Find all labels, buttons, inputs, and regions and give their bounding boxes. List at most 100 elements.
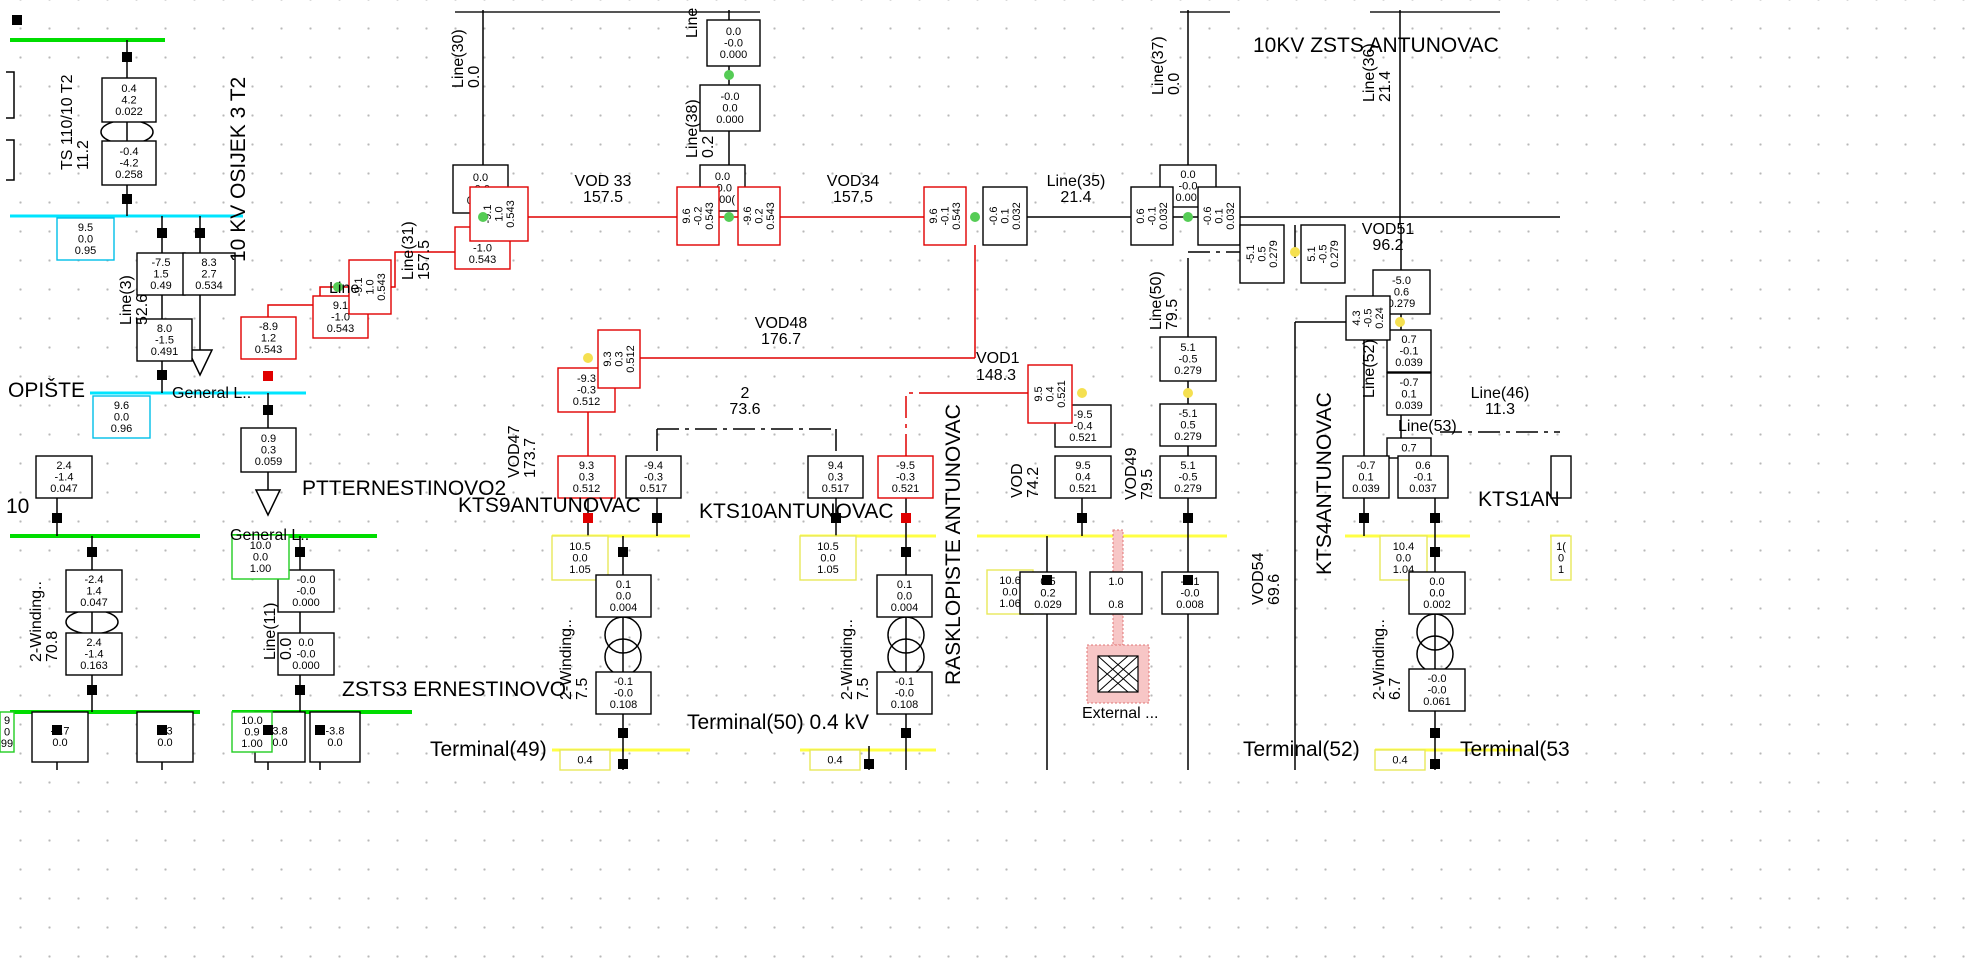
breaker-closed[interactable] bbox=[52, 513, 62, 523]
result-box[interactable]: 0.0-0.00.000 bbox=[277, 632, 335, 676]
result-box[interactable]: 9.1-1.00.543 bbox=[312, 295, 369, 339]
breaker-closed[interactable] bbox=[157, 370, 167, 380]
breaker-closed[interactable] bbox=[263, 725, 273, 735]
breaker-closed[interactable] bbox=[122, 194, 132, 204]
load-general-1[interactable] bbox=[186, 349, 214, 377]
result-box[interactable]: 1.30.0 bbox=[136, 711, 194, 763]
breaker-closed[interactable] bbox=[618, 759, 628, 769]
result-box[interactable]: 0.6-0.10.037 bbox=[1397, 455, 1449, 499]
node-marker[interactable] bbox=[1077, 388, 1087, 398]
breaker-closed[interactable] bbox=[12, 15, 22, 25]
node-marker[interactable] bbox=[724, 212, 734, 222]
breaker-closed[interactable] bbox=[618, 728, 628, 738]
breaker-closed[interactable] bbox=[1430, 547, 1440, 557]
result-box[interactable]: 0.4 bbox=[809, 749, 861, 771]
result-box[interactable]: -8.91.20.543 bbox=[240, 316, 297, 360]
node-marker[interactable] bbox=[1395, 317, 1405, 327]
node-marker[interactable] bbox=[478, 212, 488, 222]
node-marker[interactable] bbox=[583, 353, 593, 363]
node-marker[interactable] bbox=[1290, 247, 1300, 257]
result-box[interactable]: -3.80.0 bbox=[309, 711, 361, 763]
external-grid[interactable] bbox=[1086, 529, 1150, 704]
result-box[interactable]: -0.0-0.00.061 bbox=[1408, 668, 1466, 712]
result-box[interactable]: 2.4-1.40.047 bbox=[35, 455, 93, 499]
result-box[interactable]: -3.70.0 bbox=[31, 711, 89, 763]
breaker-closed[interactable] bbox=[1430, 513, 1440, 523]
result-box[interactable]: 0.7-0.10.039 bbox=[1386, 329, 1432, 373]
breaker-open[interactable] bbox=[263, 371, 273, 381]
result-box[interactable]: 10.40.01.04 bbox=[1379, 535, 1428, 581]
result-box[interactable]: -0.1-0.00.108 bbox=[595, 671, 652, 715]
result-box[interactable]: 8.0-1.50.491 bbox=[136, 318, 193, 362]
result-box[interactable]: -9.5-0.30.521 bbox=[877, 455, 934, 499]
breaker-closed[interactable] bbox=[831, 513, 841, 523]
breaker-closed[interactable] bbox=[1359, 513, 1369, 523]
result-box[interactable]: 0.4 bbox=[559, 749, 611, 771]
result-box[interactable]: 10.00.01.00 bbox=[231, 534, 290, 580]
result-box[interactable]: 8.32.70.534 bbox=[182, 252, 236, 296]
result-box[interactable]: 10.50.01.05 bbox=[799, 535, 857, 581]
breaker-closed[interactable] bbox=[618, 547, 628, 557]
breaker-closed[interactable] bbox=[87, 547, 97, 557]
breaker-closed[interactable] bbox=[52, 725, 62, 735]
result-box[interactable]: -0.00.00.000 bbox=[699, 84, 761, 132]
result-box[interactable]: 5.1-0.50.279 bbox=[1159, 455, 1217, 499]
breaker-closed[interactable] bbox=[1430, 759, 1440, 769]
result-box[interactable]: 0.10.00.004 bbox=[876, 574, 933, 618]
breaker-closed[interactable] bbox=[295, 685, 305, 695]
result-box[interactable]: 2.4-1.40.163 bbox=[65, 632, 123, 676]
breaker-closed[interactable] bbox=[1042, 575, 1052, 585]
node-marker[interactable] bbox=[1183, 388, 1193, 398]
node-marker[interactable] bbox=[1183, 212, 1193, 222]
result-box[interactable]: 1.00.8 bbox=[1089, 571, 1143, 615]
result-box[interactable]: 0.90.30.059 bbox=[240, 427, 297, 473]
breaker-closed[interactable] bbox=[122, 52, 132, 62]
node-marker[interactable] bbox=[333, 282, 343, 292]
breaker-closed[interactable] bbox=[157, 228, 167, 238]
result-box[interactable]: -0.4-4.20.258 bbox=[101, 140, 157, 186]
breaker-closed[interactable] bbox=[1183, 513, 1193, 523]
breaker-closed[interactable] bbox=[864, 759, 874, 769]
result-box[interactable]: 9.50.00.95 bbox=[56, 217, 115, 261]
result-box[interactable]: 0.0-0.00.000 bbox=[706, 19, 761, 67]
result-box[interactable]: 10.50.01.05 bbox=[551, 535, 609, 581]
result-box[interactable]: -7.51.50.49 bbox=[136, 252, 186, 296]
breaker-closed[interactable] bbox=[901, 547, 911, 557]
result-box[interactable]: -2.41.40.047 bbox=[65, 569, 123, 613]
result-box[interactable]: 0.44.20.022 bbox=[101, 77, 157, 123]
result-box[interactable]: -0.70.10.039 bbox=[1342, 455, 1390, 499]
result-box[interactable]: 9.30.30.512 bbox=[557, 455, 616, 499]
result-box[interactable]: 0.7 bbox=[1386, 437, 1432, 459]
result-box[interactable]: -5.00.60.279 bbox=[1372, 269, 1431, 315]
breaker-closed[interactable] bbox=[652, 513, 662, 523]
result-box[interactable]: -9.4-0.30.517 bbox=[625, 455, 682, 499]
result-box[interactable]: 0.00.00.002 bbox=[1408, 571, 1466, 615]
result-box[interactable]: 9.50.40.521 bbox=[1054, 455, 1112, 499]
result-box[interactable]: 9.40.30.517 bbox=[807, 455, 864, 499]
breaker-open[interactable] bbox=[583, 513, 593, 523]
result-box[interactable]: -5.10.50.279 bbox=[1159, 403, 1217, 447]
breaker-closed[interactable] bbox=[263, 405, 273, 415]
result-box[interactable]: 1(01 bbox=[1550, 535, 1572, 581]
breaker-closed[interactable] bbox=[1077, 513, 1087, 523]
load-general-2[interactable] bbox=[254, 489, 282, 517]
breaker-closed[interactable] bbox=[195, 228, 205, 238]
breaker-closed[interactable] bbox=[295, 547, 305, 557]
result-box[interactable]: -0.1-0.00.108 bbox=[876, 671, 933, 715]
breaker-closed[interactable] bbox=[315, 725, 325, 735]
